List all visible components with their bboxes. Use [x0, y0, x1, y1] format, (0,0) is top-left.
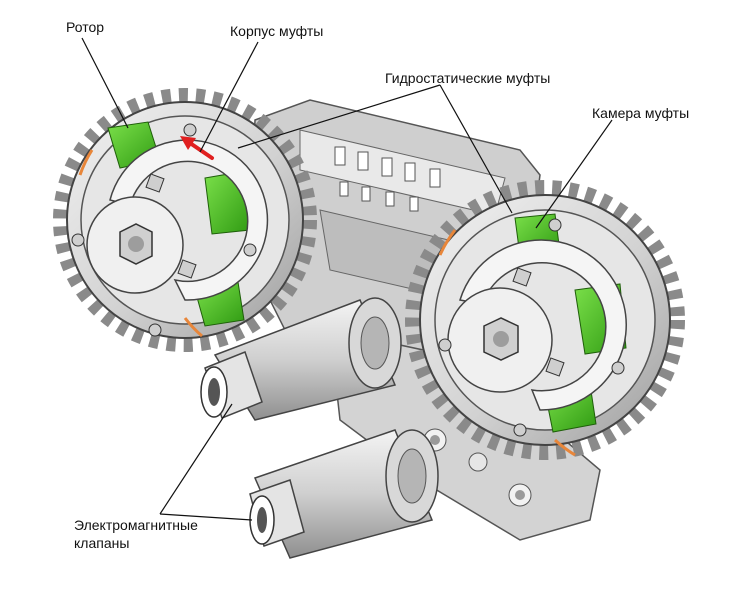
phaser-left — [53, 88, 317, 352]
phaser-right — [405, 180, 685, 460]
solenoid-valve-lower — [249, 429, 439, 559]
label-hydrostatic-clutches: Гидростатические муфты — [385, 70, 551, 86]
label-solenoid-valves: Электромагнитные клапаны — [74, 516, 198, 552]
label-solenoid-line2: клапаны — [74, 535, 130, 551]
label-clutch-housing: Корпус муфты — [230, 23, 324, 39]
label-clutch-chamber: Камера муфты — [592, 105, 690, 121]
label-rotor: Ротор — [66, 19, 105, 35]
solenoid-valve-upper — [200, 297, 402, 421]
leader-lines — [81, 37, 613, 521]
label-solenoid-line1: Электромагнитные — [74, 517, 198, 533]
